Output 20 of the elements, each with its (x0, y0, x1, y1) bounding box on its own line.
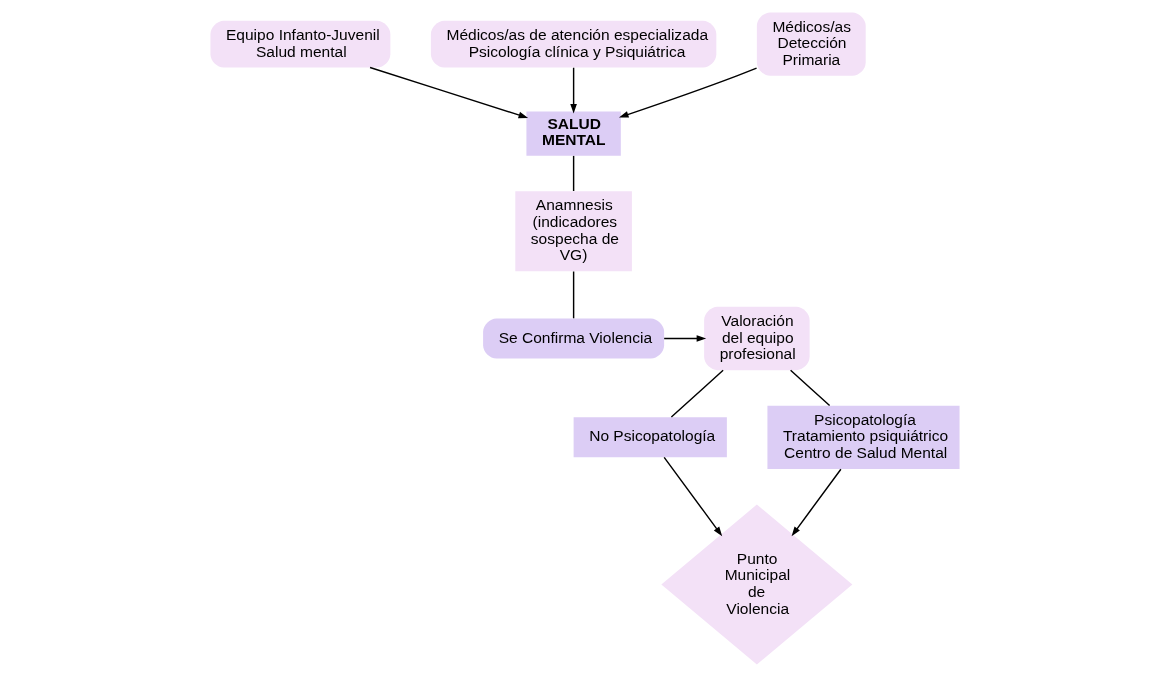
node-box: Médicos/as Detección Primaria (756, 12, 866, 76)
connector (670, 369, 724, 418)
arrow (663, 456, 723, 537)
arrow (618, 67, 758, 118)
node-box: Se Confirma Violencia (483, 318, 665, 359)
node-box: Psicopatología Tratamiento psiquiátrico Centro de Salud Mental (767, 405, 960, 469)
arrow (369, 66, 529, 119)
arrow (570, 67, 577, 114)
arrow (663, 335, 707, 342)
node-box: Valoración del equipo profesional (704, 306, 810, 371)
connector (572, 270, 575, 319)
node-box: Equipo Infanto-Juvenil Salud mental (210, 20, 391, 68)
node-box: Médicos/as de atención especializada Psicología clínica y Psiquiátrica (430, 20, 717, 68)
arrow (791, 468, 842, 537)
connector (789, 369, 831, 407)
node-diamond: Punto Municipal de Violencia (661, 504, 853, 665)
node-box: SALUD MENTAL (526, 111, 621, 156)
connector (572, 155, 575, 192)
node-box: No Psicopatología (573, 417, 727, 458)
node-box: Anamnesis (indicadores sospecha de VG) (515, 191, 632, 272)
